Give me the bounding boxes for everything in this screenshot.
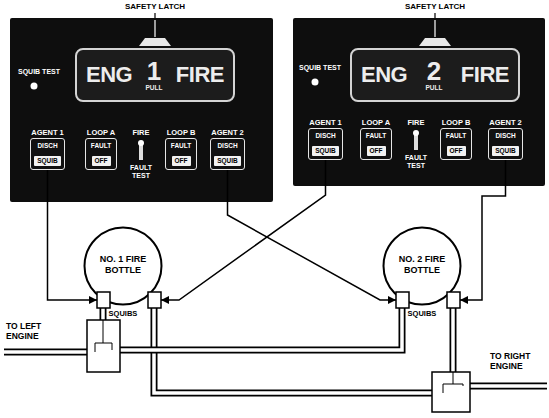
panel-label: SQUIB TEST (18, 68, 60, 75)
squib (447, 292, 460, 308)
engine-number: 1 (147, 58, 161, 84)
annotation: SQUIBS (98, 310, 148, 319)
squib (97, 292, 110, 308)
pipe (100, 308, 107, 320)
bottle-label-box: NO. 2 FIRE BOTTLE (392, 254, 452, 276)
handle-word: ENG (361, 64, 407, 86)
button-heading: AGENT 2 (489, 119, 522, 127)
pipe (120, 308, 402, 350)
fire-bottle: NO. 1 FIRE BOTTLE (83, 226, 163, 310)
handle-word: FIRE (461, 64, 509, 86)
bottle-label: NO. 2 FIRE BOTTLE (392, 254, 452, 276)
annotation: FIRE (396, 119, 436, 128)
annotation: FAULT TEST (397, 154, 435, 170)
pipe (450, 308, 457, 372)
annotation: FIRE (121, 129, 161, 138)
button-legend-lit: SQUIB (492, 146, 519, 157)
button-legend: DISCH (495, 133, 515, 140)
valve-passage (443, 372, 463, 393)
handle-word: FIRE (176, 64, 224, 86)
push-button: LOOP AFAULTOFF (360, 128, 392, 160)
button-legend: FAULT (446, 133, 466, 140)
wire (460, 160, 506, 300)
pipe (470, 384, 547, 388)
button-heading: AGENT 2 (211, 129, 244, 137)
leader-line (434, 20, 435, 37)
pull-label: PULL (426, 85, 443, 92)
annotation: TO RIGHT ENGINE (490, 352, 546, 372)
push-button: LOOP AFAULTOFF (85, 138, 117, 170)
annotation: SQUIBS (397, 310, 447, 319)
button-legend-lit: SQUIB (214, 156, 241, 167)
push-button: AGENT 2DISCHSQUIB (488, 128, 523, 160)
valve (432, 372, 470, 412)
panel-body (293, 18, 545, 186)
push-button: AGENT 1DISCHSQUIB (308, 128, 343, 160)
fire-handle: ENG 2PULL FIRE (350, 48, 520, 102)
handle-center: 2PULL (426, 58, 443, 92)
button-legend: DISCH (315, 133, 335, 140)
pipe (451, 308, 455, 372)
panel-label: SQUIB TEST (299, 64, 341, 71)
button-heading: AGENT 1 (31, 129, 64, 137)
wire (161, 160, 326, 300)
handle-word: ENG (86, 64, 132, 86)
test-button (31, 83, 38, 90)
pull-label: PULL (146, 85, 163, 92)
pipe (120, 308, 402, 350)
push-button: LOOP BFAULTOFF (165, 138, 197, 170)
squib (396, 292, 409, 308)
button-heading: LOOP B (442, 119, 471, 127)
annotation: SAFETY LATCH (385, 2, 485, 11)
toggle-switch (139, 144, 143, 160)
valve (87, 320, 120, 372)
squib (148, 292, 161, 308)
button-heading: AGENT 1 (309, 119, 342, 127)
toggle-knob (413, 130, 419, 136)
wire (228, 170, 397, 300)
pipe (4, 349, 87, 356)
pipe (4, 350, 87, 354)
bottle-label: NO. 1 FIRE BOTTLE (93, 254, 153, 276)
push-button: AGENT 1DISCHSQUIB (30, 138, 65, 170)
toggle-switch (414, 134, 418, 150)
button-legend-lit: OFF (172, 156, 191, 167)
engine-number: 2 (427, 58, 441, 84)
safety-latch (419, 38, 451, 46)
button-legend-lit: OFF (92, 156, 111, 167)
push-button: AGENT 2DISCHSQUIB (210, 138, 245, 170)
handle-center: 1PULL (146, 58, 163, 92)
button-heading: LOOP A (87, 129, 115, 137)
leader-line (154, 13, 155, 18)
leader-line (434, 13, 435, 18)
leader-line (154, 20, 155, 37)
valve-passage (95, 320, 112, 352)
annotation: SAFETY LATCH (105, 2, 205, 11)
button-legend-lit: SQUIB (312, 146, 339, 157)
panel-body (10, 18, 273, 202)
pipe (470, 383, 547, 390)
annotation: FAULT TEST (122, 164, 160, 180)
button-heading: LOOP B (167, 129, 196, 137)
fire-handle: ENG 1PULL FIRE (75, 48, 235, 102)
push-button: LOOP BFAULTOFF (440, 128, 472, 160)
button-heading: LOOP A (362, 119, 390, 127)
test-button (312, 79, 319, 86)
annotation: TO LEFT ENGINE (6, 322, 68, 342)
safety-latch (139, 38, 171, 46)
button-legend: FAULT (91, 143, 111, 150)
button-legend-lit: SQUIB (34, 156, 61, 167)
button-legend-lit: OFF (367, 146, 386, 157)
toggle-knob (138, 140, 144, 146)
pipe (101, 308, 105, 320)
button-legend-lit: OFF (447, 146, 466, 157)
button-legend: FAULT (366, 133, 386, 140)
bottle-label-box: NO. 1 FIRE BOTTLE (93, 254, 153, 276)
button-legend: FAULT (171, 143, 191, 150)
button-legend: DISCH (37, 143, 57, 150)
fire-bottle: NO. 2 FIRE BOTTLE (382, 226, 462, 310)
button-legend: DISCH (217, 143, 237, 150)
